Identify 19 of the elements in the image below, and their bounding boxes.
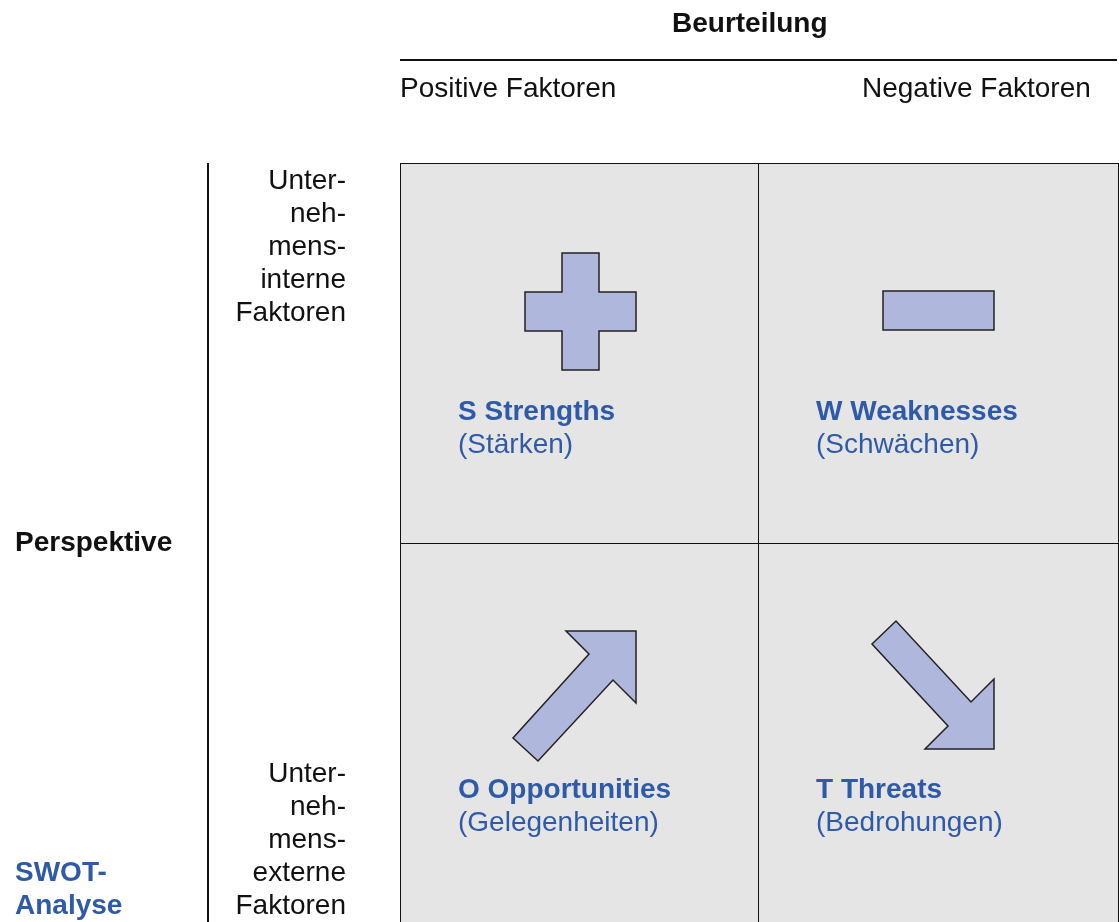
quadrant-cell xyxy=(758,163,1119,544)
text-label: Positive Faktoren xyxy=(400,71,617,104)
text-label: Perspektive xyxy=(15,525,173,558)
quadrant-title: W Weaknesses xyxy=(816,394,1018,427)
quadrant-cell xyxy=(400,163,759,544)
quadrant-subtitle: (Schwächen) xyxy=(816,427,980,460)
text-label: Unter- neh- mens- externe Faktoren xyxy=(234,756,346,921)
text-label: Negative Faktoren xyxy=(862,71,1091,104)
quadrant-title: O Opportunities xyxy=(458,772,672,805)
quadrant-subtitle: (Gelegenheiten) xyxy=(458,805,659,838)
text-label: Beurteilung xyxy=(672,6,828,39)
quadrant-cell xyxy=(400,543,759,922)
quadrant-title: T Threats xyxy=(816,772,943,805)
text-label: SWOT-Analyse xyxy=(15,855,124,921)
quadrant-title: S Strengths xyxy=(458,394,616,427)
quadrant-cell xyxy=(758,543,1119,922)
quadrant-subtitle: (Bedrohungen) xyxy=(816,805,1003,838)
text-label: Unter- neh- mens- interne Faktoren xyxy=(234,163,346,328)
quadrant-subtitle: (Stärken) xyxy=(458,427,574,460)
